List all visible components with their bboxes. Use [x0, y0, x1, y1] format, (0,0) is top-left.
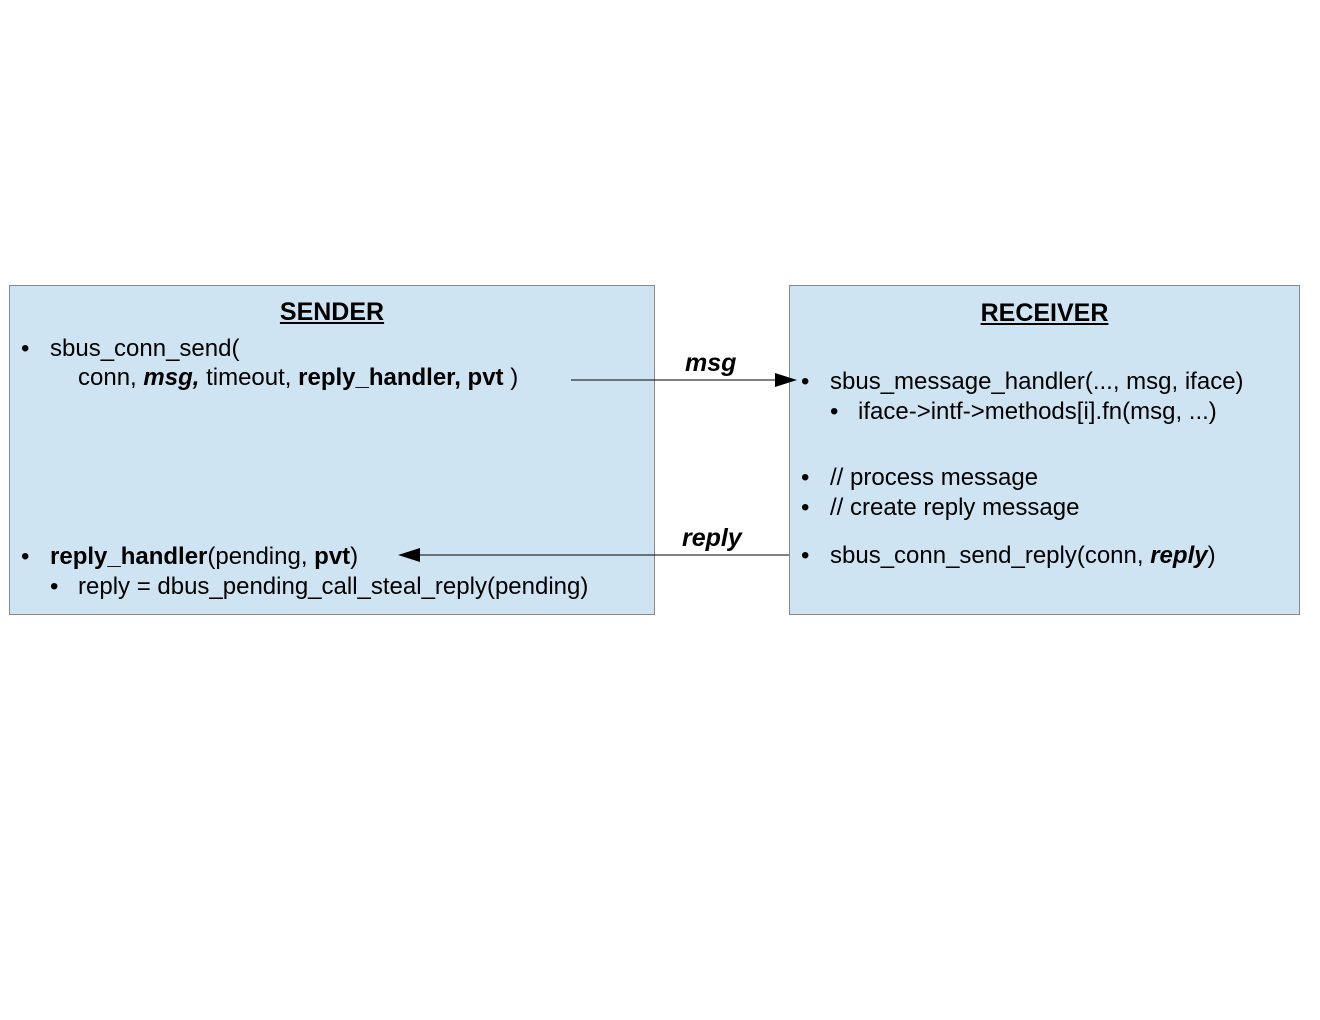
bullet: • — [801, 542, 810, 569]
receiver-box: RECEIVER • sbus_message_handler(..., msg… — [789, 285, 1300, 615]
bullet: • — [801, 368, 810, 395]
handler-pvt: pvt — [314, 543, 351, 570]
arg-close: ) — [503, 364, 519, 391]
bullet: • — [801, 464, 810, 491]
arg-conn: conn, — [78, 364, 144, 391]
sender-box: SENDER • sbus_conn_send( conn, msg, time… — [9, 285, 655, 615]
reply-handler-line: reply_handler(pending, pvt) — [50, 543, 358, 571]
send-reply-close: ) — [1207, 542, 1216, 569]
arg-handler-pvt: reply_handler, pvt — [298, 364, 504, 391]
msg-arrow-label: msg — [685, 349, 737, 377]
bullet: • — [801, 494, 810, 521]
arg-msg: msg, — [143, 364, 200, 391]
receiver-title: RECEIVER — [980, 299, 1109, 327]
bullet: • — [21, 335, 30, 362]
arg-timeout: timeout, — [199, 364, 299, 391]
send-reply-line: sbus_conn_send_reply(conn, reply) — [830, 542, 1216, 570]
send-reply-prefix: sbus_conn_send_reply(conn, — [830, 542, 1151, 569]
handler-close: ) — [350, 543, 359, 570]
process-message-line: // process message — [830, 464, 1039, 491]
sender-title: SENDER — [279, 298, 385, 326]
create-reply-line: // create reply message — [830, 494, 1080, 521]
bullet: • — [830, 398, 839, 425]
handler-name: reply_handler — [50, 543, 208, 570]
method-call-line: iface->intf->methods[i].fn(msg, ...) — [858, 398, 1217, 425]
steal-reply-line: reply = dbus_pending_call_steal_reply(pe… — [78, 573, 589, 600]
send-reply-arg: reply — [1150, 542, 1208, 569]
handler-args: (pending, — [207, 543, 315, 570]
message-handler-line: sbus_message_handler(..., msg, iface) — [830, 368, 1244, 395]
bullet: • — [21, 543, 30, 570]
send-call-line: sbus_conn_send( — [50, 335, 240, 362]
bullet: • — [50, 573, 59, 600]
send-args-line: conn, msg, timeout, reply_handler, pvt ) — [78, 364, 518, 392]
reply-arrow-label: reply — [682, 524, 742, 552]
